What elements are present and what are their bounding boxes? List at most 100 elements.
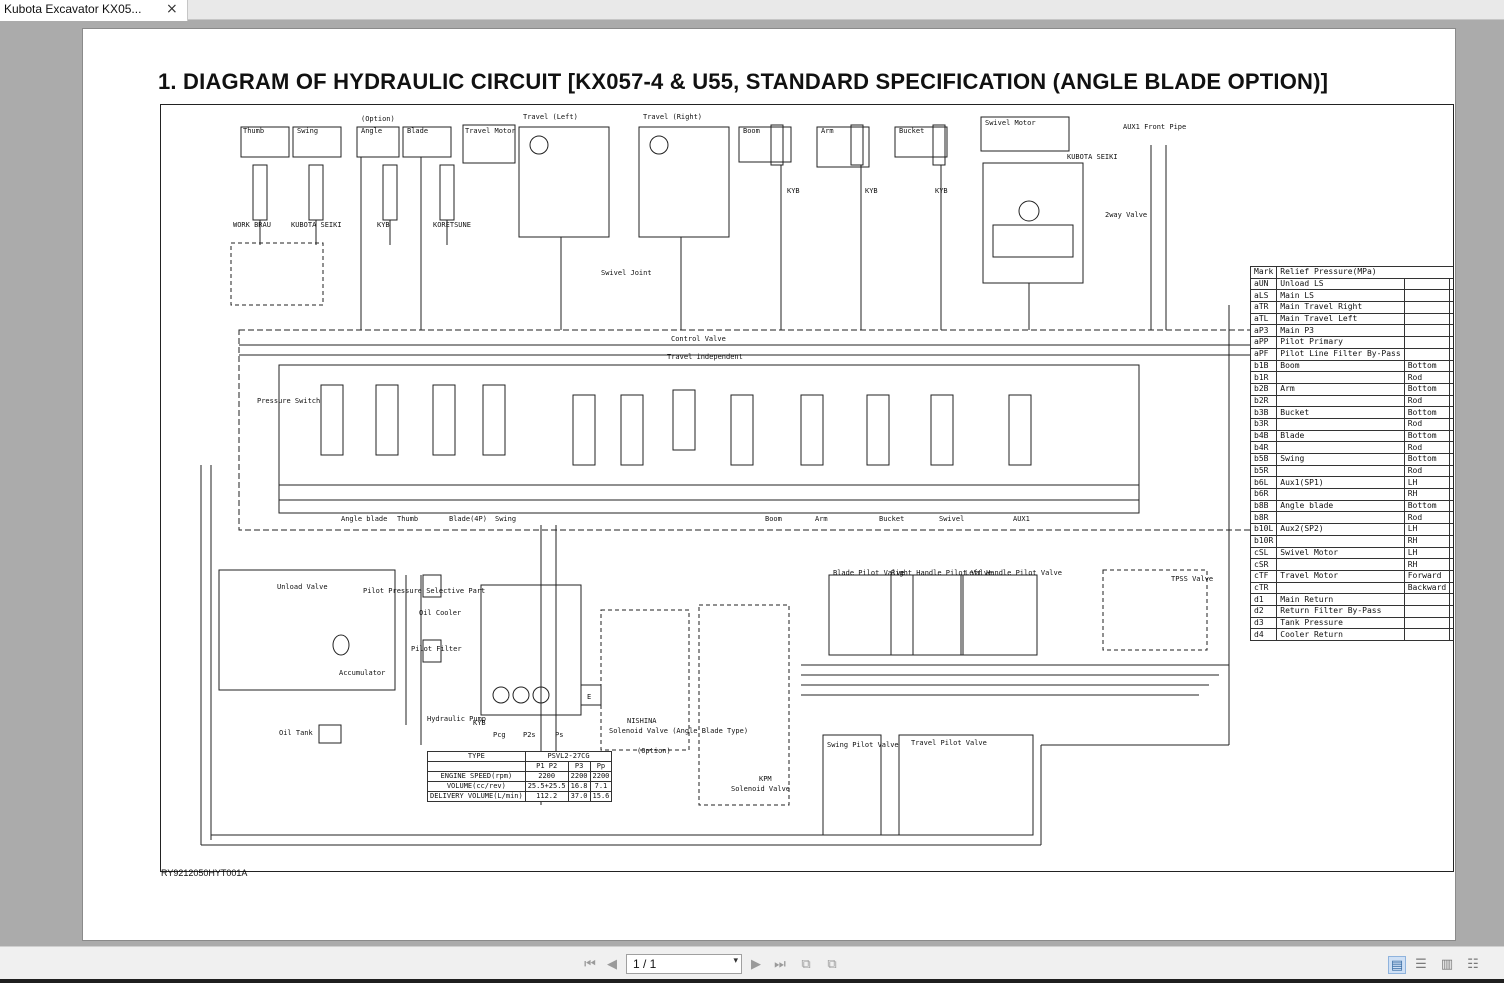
last-page-icon[interactable]: ⏭ — [774, 957, 786, 972]
relief-name: Pilot Primary — [1276, 336, 1405, 349]
relief-sub — [1403, 336, 1451, 349]
pump-col-pp: Pp — [589, 761, 613, 772]
pump-cell: 2200 — [589, 771, 613, 782]
relief-sub: Bottom — [1403, 359, 1451, 373]
relief-mark: aUN — [1249, 277, 1278, 291]
relief-mark: b8R — [1249, 511, 1278, 525]
pump-spec-table: TYPE PSVL2-27CG P1 P2 P3 Pp ENGINE SPEED… — [427, 751, 613, 802]
next-page-icon[interactable]: ▶ — [751, 957, 761, 972]
relief-sub — [1403, 628, 1451, 641]
relief-value: 31.4 — [1449, 371, 1453, 384]
document-tab[interactable]: Kubota Excavator KX05... × — [0, 0, 188, 21]
right-handle-pilot-valve-label: Right Handle Pilot Valve — [891, 569, 992, 577]
relief-name: Tank Pressure — [1276, 616, 1405, 630]
relief-value: 17.2 — [1449, 476, 1453, 490]
relief-sub: Bottom — [1403, 453, 1451, 466]
two-way-valve-label: 2way Valve — [1105, 211, 1147, 219]
pump-type-label: TYPE — [427, 751, 526, 762]
page-number-field[interactable]: 1 / 1 ▾ — [626, 954, 742, 974]
pump-cell: 112.2 — [524, 791, 569, 802]
next-view-icon[interactable]: ⧉ — [827, 957, 837, 972]
relief-row: b2BArmBottom31.4 — [1249, 382, 1453, 396]
close-icon[interactable]: × — [166, 1, 178, 17]
relief-row: b4BBladeBottom27.4 — [1249, 429, 1453, 443]
pump-cell: 7.1 — [589, 781, 613, 792]
travel-right-label: Travel (Right) — [643, 113, 702, 121]
maker-kyb-4: KYB — [935, 187, 948, 195]
relief-name: Main Travel Left — [1276, 312, 1405, 326]
relief-value: 0.15 — [1449, 604, 1453, 618]
document-viewer[interactable]: 1. DIAGRAM OF HYDRAULIC CIRCUIT [KX057-4… — [0, 21, 1504, 946]
section-swivel: Swivel — [939, 515, 964, 523]
nishina-label: NISHINA — [627, 717, 657, 725]
relief-mark: b6R — [1249, 488, 1278, 501]
section-aux1: AUX1 — [1013, 515, 1030, 523]
relief-name: Cooler Return — [1276, 628, 1405, 641]
cylinder-label-bucket: Bucket — [899, 127, 924, 135]
pump-row-label: DELIVERY VOLUME(L/min) — [427, 791, 526, 802]
page-number-text: 1 / 1 — [633, 957, 657, 971]
relief-mark: b10R — [1249, 534, 1278, 548]
section-angle-blade: Angle blade — [341, 515, 387, 523]
relief-mark: d3 — [1249, 616, 1278, 630]
cylinder-label-angle: Angle — [361, 127, 382, 135]
maker-kyb-2: KYB — [787, 187, 800, 195]
pump-port-pcg: Pcg — [493, 731, 506, 739]
tab-title: Kubota Excavator KX05... — [4, 2, 142, 16]
relief-value: 26.5 — [1449, 312, 1453, 326]
pilot-filter-label: Pilot Filter — [411, 645, 462, 653]
relief-sub: Rod — [1403, 417, 1451, 431]
section-bucket: Bucket — [879, 515, 904, 523]
relief-name: Aux1(SP1) — [1276, 476, 1405, 490]
relief-row: b8R Rod27.4 — [1249, 511, 1453, 525]
relief-mark: b3R — [1249, 417, 1278, 431]
cylinder-label-thumb: Thumb — [243, 127, 264, 135]
relief-name: Main Return — [1276, 593, 1405, 606]
relief-mark: aLS — [1249, 289, 1278, 303]
unload-valve-label: Unload Valve — [277, 583, 328, 591]
single-page-view-icon[interactable]: ▤ — [1388, 956, 1406, 974]
relief-value: 0.4 — [1449, 593, 1453, 606]
relief-value: 19.0 — [1449, 499, 1453, 513]
relief-header-pressure: Relief Pressure(MPa) — [1276, 266, 1453, 279]
relief-mark: cTR — [1249, 581, 1278, 595]
first-page-icon[interactable]: ⏮ — [584, 957, 596, 972]
blade-pilot-valve-label: Blade Pilot Valve — [833, 569, 905, 577]
relief-sub: RH — [1403, 558, 1451, 571]
pump-cell: 15.6 — [589, 791, 613, 802]
relief-name — [1276, 581, 1405, 595]
relief-name — [1276, 417, 1405, 431]
diagram-drawing: Thumb Swing (Option) Angle Blade Travel … — [200, 113, 1280, 846]
relief-value: 0.15 — [1449, 347, 1453, 361]
previous-view-icon[interactable]: ⧉ — [801, 957, 811, 972]
facing-view-icon[interactable]: ▥ — [1440, 957, 1454, 972]
relief-row: b10RRH17.2 — [1249, 534, 1453, 548]
relief-sub: Rod — [1403, 511, 1451, 525]
pilot-pressure-selective-label: Pilot Pressure Selective Part — [363, 587, 485, 595]
relief-value: 27.4 — [1449, 511, 1453, 525]
relief-mark: aTR — [1249, 301, 1278, 314]
relief-name: Main LS — [1276, 289, 1405, 303]
pump-cell: 37.0 — [567, 791, 591, 802]
chevron-down-icon[interactable]: ▾ — [733, 956, 738, 966]
relief-value: 31.4 — [1449, 406, 1453, 419]
relief-sub: Bottom — [1403, 382, 1451, 396]
relief-mark: b1R — [1249, 371, 1278, 384]
page-title: 1. DIAGRAM OF HYDRAULIC CIRCUIT [KX057-4… — [158, 69, 1329, 94]
travel-pilot-valve-label: Travel Pilot Valve — [911, 739, 987, 747]
hydraulic-circuit-diagram: Thumb Swing (Option) Angle Blade Travel … — [160, 104, 1454, 872]
previous-page-icon[interactable]: ◀ — [607, 957, 617, 972]
continuous-facing-view-icon[interactable]: ☷ — [1467, 957, 1479, 972]
relief-sub: Rod — [1403, 464, 1451, 478]
relief-name: Main Travel Right — [1276, 301, 1405, 314]
continuous-view-icon[interactable]: ☰ — [1415, 957, 1427, 972]
pump-cell: 2200 — [524, 771, 569, 782]
relief-value: 31.4 — [1449, 382, 1453, 396]
relief-name — [1276, 441, 1405, 454]
